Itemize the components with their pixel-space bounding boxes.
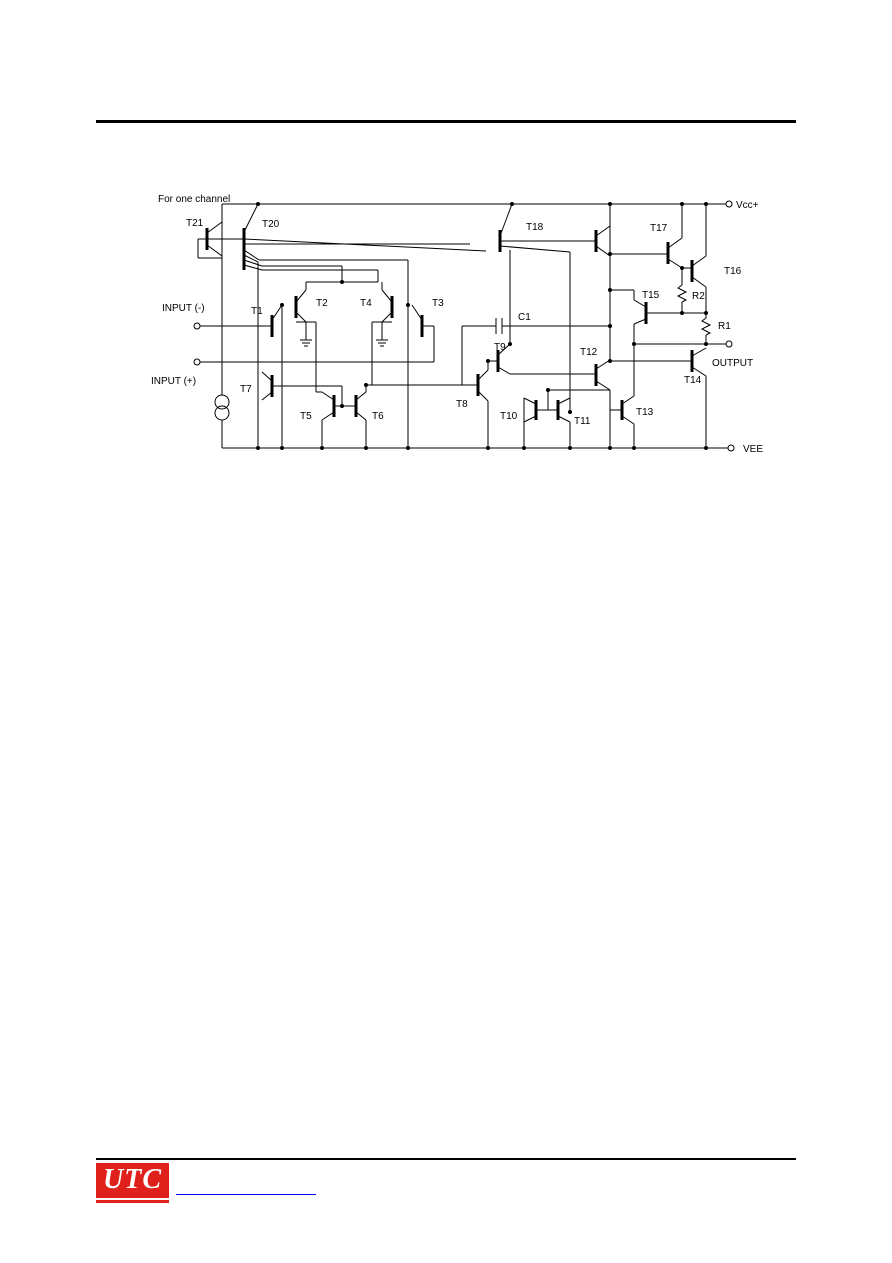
label-vcc: Vcc+ xyxy=(736,200,759,211)
label-t17: T17 xyxy=(650,223,668,234)
label-t16: T16 xyxy=(724,266,742,277)
utc-logo: UTC xyxy=(96,1161,169,1203)
label-t10: T10 xyxy=(500,411,518,422)
label-t21: T21 xyxy=(186,218,204,229)
label-t1: T1 xyxy=(251,306,263,317)
label-t3: T3 xyxy=(432,298,444,309)
label-t7: T7 xyxy=(240,384,252,395)
label-output: OUTPUT xyxy=(712,358,753,369)
logo-background xyxy=(96,1163,169,1198)
logo-underline xyxy=(96,1200,169,1203)
label-r2: R2 xyxy=(692,291,705,302)
label-t11: T11 xyxy=(574,416,591,427)
header-rule xyxy=(96,120,796,123)
label-t18: T18 xyxy=(526,222,544,233)
footer-link[interactable] xyxy=(176,1176,316,1195)
label-t5: T5 xyxy=(300,411,312,422)
label-t20: T20 xyxy=(262,219,280,230)
label-c1: C1 xyxy=(518,312,531,323)
footer-rule xyxy=(96,1158,796,1160)
label-t2: T2 xyxy=(316,298,328,309)
label-t12: T12 xyxy=(580,347,598,358)
label-t9: T9 xyxy=(494,342,506,353)
label-r1: R1 xyxy=(718,321,731,332)
label-t8: T8 xyxy=(456,399,468,410)
label-t6: T6 xyxy=(372,411,384,422)
label-t4: T4 xyxy=(360,298,372,309)
label-t15: T15 xyxy=(642,290,660,301)
label-vee: VEE xyxy=(743,444,763,455)
logo-text: UTC xyxy=(103,1164,162,1195)
caption: For one channel xyxy=(158,194,230,205)
label-input-neg: INPUT (-) xyxy=(162,303,205,314)
label-t13: T13 xyxy=(636,407,654,418)
label-t14: T14 xyxy=(684,375,702,386)
label-input-pos: INPUT (+) xyxy=(151,376,196,387)
